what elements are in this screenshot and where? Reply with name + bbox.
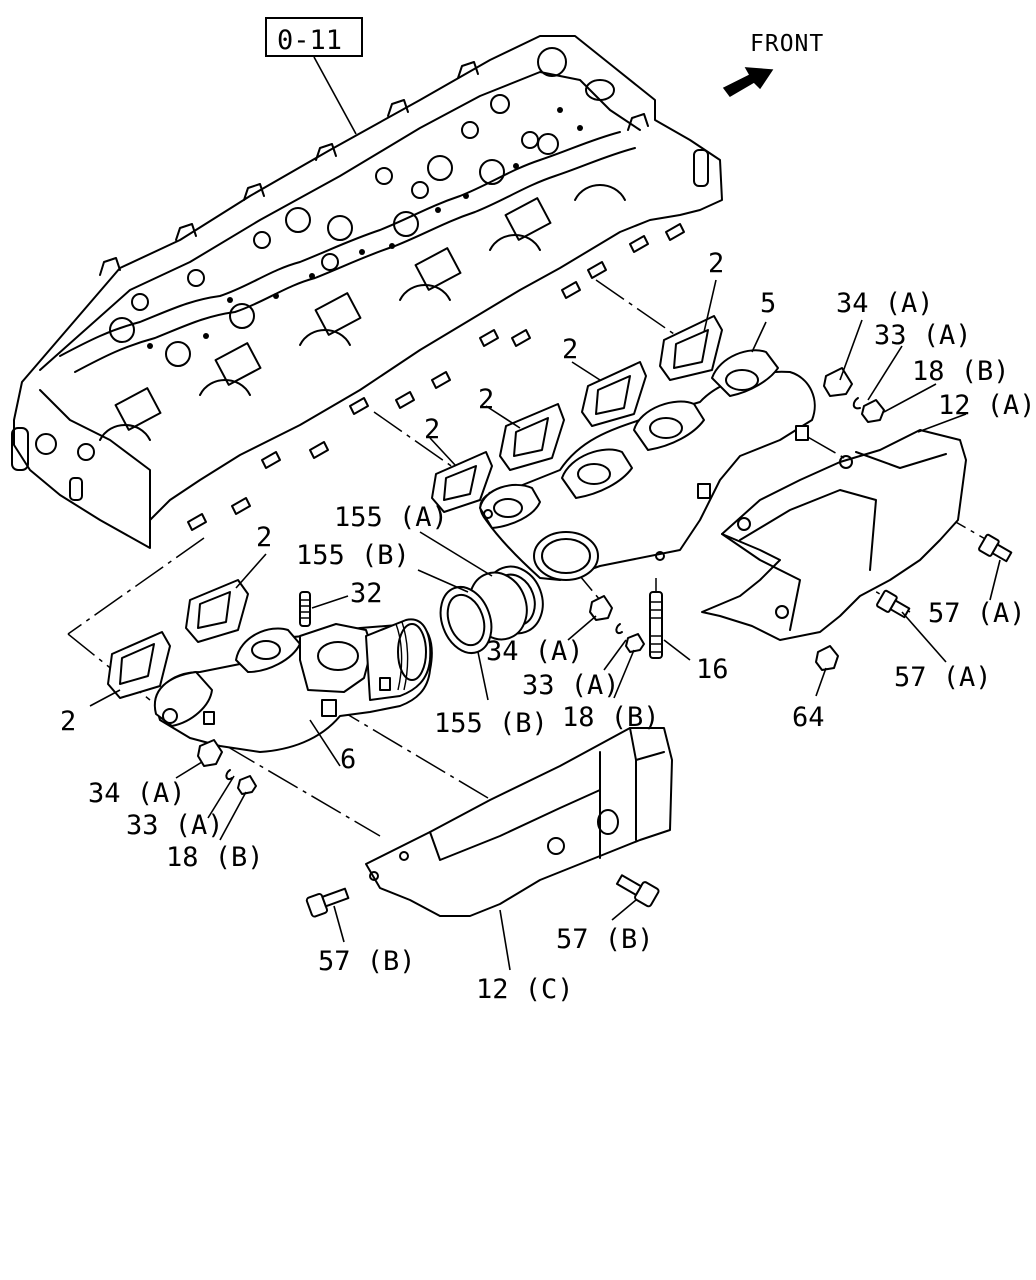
part-label: 2	[478, 384, 495, 415]
exhaust-manifold-rear	[479, 349, 816, 581]
part-label: 155 (B)	[434, 708, 548, 739]
part-label: 6	[340, 744, 357, 775]
part-label: 2	[708, 248, 725, 279]
part-label: 16	[696, 654, 729, 685]
part-label: 57 (B)	[318, 946, 416, 977]
heat-shield-12a	[701, 429, 967, 641]
gasket-2-f	[107, 631, 171, 699]
part-label: 155 (B)	[296, 540, 410, 571]
stud-32	[299, 591, 311, 627]
part-label: 2	[60, 706, 77, 737]
part-label: 18 (B)	[912, 356, 1010, 387]
stud-16	[649, 591, 663, 659]
front-label: FRONT	[750, 31, 825, 57]
leader-lines	[89, 279, 1001, 971]
part-label: 33 (A)	[522, 670, 620, 701]
gasket-2-group	[107, 315, 723, 699]
part-label: 12 (A)	[938, 390, 1036, 421]
part-label: 18 (B)	[562, 702, 660, 733]
part-label: 5	[760, 288, 777, 319]
part-label: 12 (C)	[476, 974, 574, 1005]
front-arrow-icon	[722, 67, 774, 97]
part-label: 2	[562, 334, 579, 365]
seal-rings-155	[439, 565, 544, 654]
cylinder-head	[11, 35, 723, 549]
part-label: 2	[256, 522, 273, 553]
part-label: 18 (B)	[166, 842, 264, 873]
reference-box: 0-11	[265, 17, 363, 57]
part-label: 64	[792, 702, 825, 733]
gasket-2-d	[431, 451, 493, 513]
part-label: 33 (A)	[126, 810, 224, 841]
reference-leader	[313, 56, 357, 135]
gasket-2-e	[185, 579, 249, 643]
exhaust-manifold-front	[153, 618, 433, 753]
gasket-2-a	[659, 315, 723, 381]
fasteners-small	[197, 367, 885, 795]
part-label: 33 (A)	[874, 320, 972, 351]
part-label: 34 (A)	[486, 636, 584, 667]
reference-label: 0-11	[277, 25, 343, 56]
part-label: 57 (A)	[928, 598, 1026, 629]
part-label: 34 (A)	[836, 288, 934, 319]
heat-shield-12c	[365, 727, 673, 917]
part-label: 2	[424, 414, 441, 445]
part-label: 34 (A)	[88, 778, 186, 809]
gasket-2-b	[581, 361, 647, 427]
bolts-57	[305, 533, 1013, 918]
gasket-2-c	[499, 403, 565, 471]
part-label: 57 (B)	[556, 924, 654, 955]
part-label: 57 (A)	[894, 662, 992, 693]
part-label: 155 (A)	[334, 502, 448, 533]
part-label: 32	[350, 578, 383, 609]
